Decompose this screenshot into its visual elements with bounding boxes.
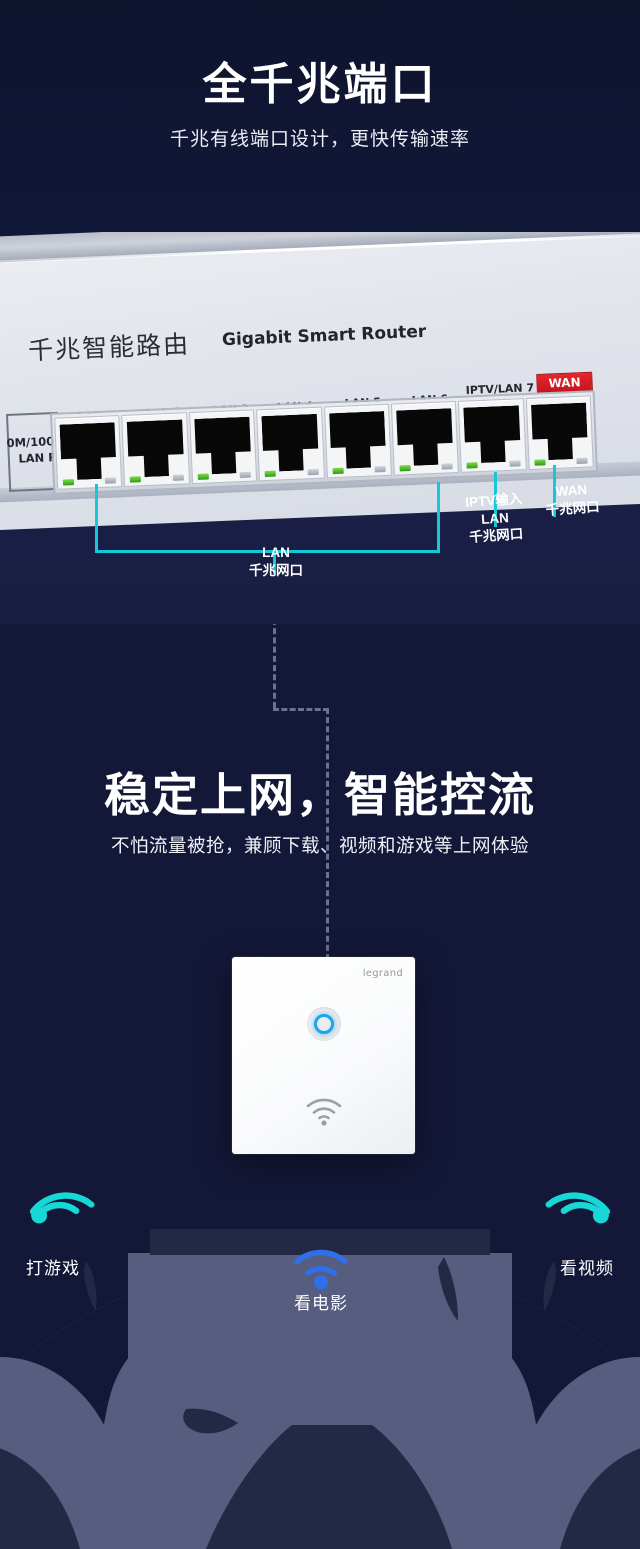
rj45-port-iptv-lan-7[interactable] <box>458 398 527 473</box>
callout-lan: LAN 千兆网口 <box>206 544 346 579</box>
callout-lan-line2: 千兆网口 <box>249 562 303 578</box>
port-led-icon <box>130 476 142 483</box>
port-led-icon <box>374 466 386 473</box>
rj45-port-lan-2[interactable] <box>121 412 190 487</box>
dashed-connector-vertical-right <box>326 708 329 960</box>
port-led-icon <box>172 474 184 481</box>
activity-label-video: 看视频 <box>560 1259 614 1278</box>
flow-control-section: 稳定上网，智能控流 不怕流量被抢，兼顾下载、视频和游戏等上网体验 legrand… <box>0 624 640 1549</box>
hero-section: 全千兆端口 千兆有线端口设计，更快传输速率 <box>0 0 640 232</box>
rj45-port-lan-5[interactable] <box>323 403 392 479</box>
rj45-port-lan-1[interactable] <box>54 415 123 490</box>
leader-line-iptv <box>494 472 497 527</box>
port-led-icon <box>441 463 453 470</box>
router-brand-chinese: 千兆智能路由 <box>27 330 191 366</box>
router-photo-section: 千兆智能路由 Gigabit Smart Router 0M/1000M LAN… <box>0 232 640 624</box>
port-led-icon <box>576 457 588 464</box>
page-subtitle: 千兆有线端口设计，更快传输速率 <box>169 129 470 150</box>
activity-label-movies: 看电影 <box>294 1294 348 1313</box>
hands-silhouette <box>0 1229 640 1549</box>
port-led-icon <box>466 462 478 469</box>
activity-label-gaming: 打游戏 <box>26 1259 80 1278</box>
dashed-connector-vertical-left <box>273 624 276 708</box>
page-title: 全千兆端口 <box>202 60 438 109</box>
port-led-icon <box>332 467 344 475</box>
port-led-icon <box>239 471 252 479</box>
port-led-icon <box>509 460 521 467</box>
port-led-icon <box>399 464 411 472</box>
port-led-icon <box>264 470 276 478</box>
wifi-icon-video <box>545 1192 611 1224</box>
port-led-icon <box>62 479 75 486</box>
callout-lan-line1: LAN <box>262 545 290 560</box>
leader-line-wan <box>553 465 556 517</box>
port-led-icon <box>307 468 319 476</box>
rj45-port-lan-4[interactable] <box>256 406 325 482</box>
flow-subtitle: 不怕流量被抢，兼顾下载、视频和游戏等上网体验 <box>110 835 529 856</box>
panel-brand-label: legrand <box>362 968 403 979</box>
rj45-port-wan[interactable] <box>525 395 594 471</box>
port-led-icon <box>534 459 546 466</box>
panel-wifi-icon <box>306 1098 341 1126</box>
panel-indicator-button[interactable] <box>306 1007 341 1041</box>
rj45-port-lan-6[interactable] <box>390 400 460 476</box>
flow-title: 稳定上网，智能控流 <box>104 769 536 821</box>
indicator-ring-icon <box>313 1014 334 1034</box>
rj45-port-lan-3[interactable] <box>188 409 258 485</box>
leader-line-lan-stem <box>273 550 276 574</box>
wifi-icon-gaming <box>29 1192 95 1224</box>
wifi-icon-movies <box>294 1249 348 1290</box>
callout-wan: WAN 千兆网口 <box>523 479 621 521</box>
port-led-icon <box>197 473 209 480</box>
leader-line-lan-horizontal <box>95 550 440 553</box>
dashed-connector-horizontal <box>273 708 329 711</box>
leader-line-lan-left <box>95 484 98 552</box>
leader-line-lan-right <box>437 482 440 552</box>
wall-panel-device[interactable]: legrand <box>232 957 415 1154</box>
port-led-icon <box>105 477 117 484</box>
